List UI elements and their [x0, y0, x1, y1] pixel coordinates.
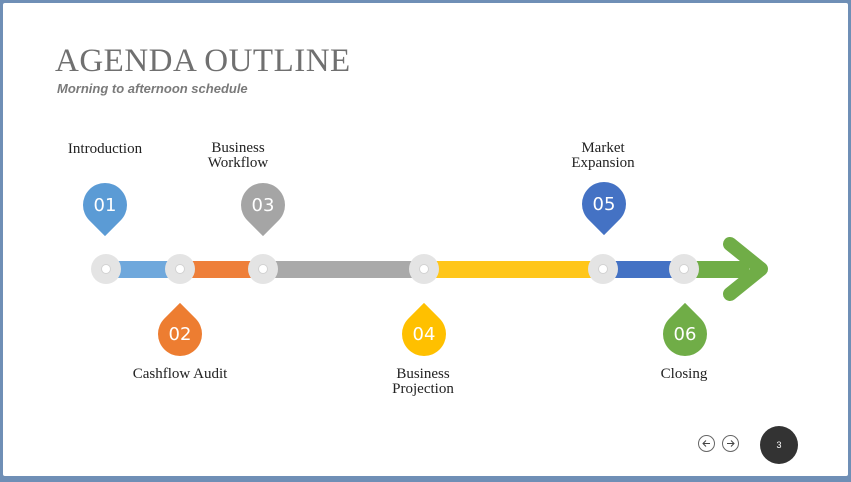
- page-number-badge: 3: [760, 426, 798, 464]
- step-marker-02: 02: [148, 302, 212, 366]
- arrow-left-icon: [702, 440, 710, 447]
- step-marker-06: 06: [653, 302, 717, 366]
- slide-subtitle: Morning to afternoon schedule: [57, 81, 248, 96]
- arrow-right-icon: [727, 440, 735, 447]
- timeline-node-05: [588, 254, 618, 284]
- step-label-02: Cashflow Audit: [132, 366, 228, 382]
- step-label-05: Market Expansion: [571, 140, 635, 171]
- slide: AGENDA OUTLINE Morning to afternoon sche…: [3, 3, 848, 476]
- prev-slide-button[interactable]: [698, 435, 715, 452]
- next-slide-button[interactable]: [722, 435, 739, 452]
- timeline-node-06: [669, 254, 699, 284]
- timeline-node-04: [409, 254, 439, 284]
- timeline-node-02: [165, 254, 195, 284]
- timeline-node-03: [248, 254, 278, 284]
- step-label-01: Introduction: [67, 141, 143, 157]
- step-marker-04: 04: [392, 302, 456, 366]
- slide-title: AGENDA OUTLINE: [55, 43, 351, 79]
- step-label-06: Closing: [660, 366, 708, 382]
- step-marker-01: 01: [73, 173, 137, 237]
- step-label-03: Business Workflow: [207, 140, 269, 171]
- step-label-04: Business Projection: [392, 366, 454, 397]
- step-marker-05: 05: [572, 172, 636, 236]
- timeline-node-01: [91, 254, 121, 284]
- step-marker-03: 03: [231, 173, 295, 237]
